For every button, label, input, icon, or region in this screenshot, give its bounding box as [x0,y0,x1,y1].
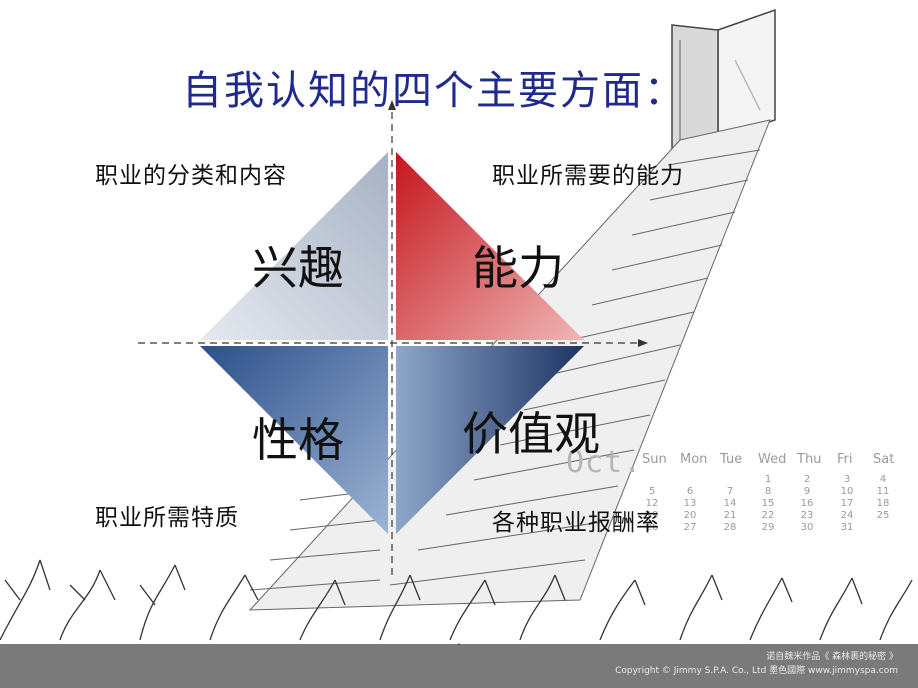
label-bottom-left: 职业所需特质 [95,505,239,531]
calendar-day: 27 [683,522,697,533]
label-top-left: 职业的分类和内容 [95,163,287,189]
calendar-day: 25 [876,510,890,521]
calendar-weekday: Wed [758,452,787,467]
dot-mark: . [457,634,461,648]
calendar-day: 12 [645,498,659,509]
quadrant-bottom-right [396,346,584,534]
footer-line-2: Copyright © Jimmy S.P.A. Co., Ltd 墨色國際 w… [615,666,898,676]
quadrant-top-left [200,152,388,340]
calendar-weekday: Thu [797,452,822,467]
calendar-day: 10 [840,486,854,497]
calendar-day: 23 [800,510,814,521]
calendar-day: 22 [761,510,775,521]
calendar-day: 28 [723,522,737,533]
calendar-day: 24 [840,510,854,521]
calendar-day: 31 [840,522,854,533]
quadrant-label-interest: 兴趣 [252,241,344,295]
quadrant-label-values: 价值观 [462,407,600,461]
calendar-day: 17 [840,498,854,509]
calendar-month: Oct. [566,445,643,480]
vertical-axis-arrow [388,100,396,110]
calendar-day: 29 [761,522,775,533]
calendar-day: 9 [803,486,811,497]
calendar-day: 21 [723,510,737,521]
calendar-day: 1 [764,474,772,485]
quadrant-label-personality: 性格 [252,413,344,467]
calendar-weekday: Fri [837,452,853,467]
footer-line-1: 诺自魏米作品《 森林裹的秘密 》 [766,652,898,662]
label-top-right: 职业所需要的能力 [492,163,684,189]
calendar-day: 4 [879,474,887,485]
calendar-day: 14 [723,498,737,509]
footer-bar [0,644,918,688]
horizontal-axis-arrow [638,339,648,347]
calendar-day: 2 [803,474,811,485]
calendar-day: 20 [683,510,697,521]
quadrant-top-right [396,152,584,340]
calendar-day: 3 [843,474,851,485]
calendar-day: 7 [726,486,734,497]
calendar-day: 30 [800,522,814,533]
calendar-day: 5 [648,486,656,497]
calendar-day: 26 [645,522,659,533]
calendar-day: 16 [800,498,814,509]
calendar-day: 15 [761,498,775,509]
door-illustration [671,8,776,151]
branches-illustration [0,559,913,641]
calendar-day: 8 [764,486,772,497]
calendar-day: 18 [876,498,890,509]
label-bottom-right: 各种职业报酬率 [492,510,660,536]
quadrant-bottom-left [200,346,388,534]
calendar-weekday: Sun [642,452,667,467]
calendar-day: 6 [686,486,694,497]
slide-title: 自我认知的四个主要方面： [182,68,686,114]
calendar-day: 19 [645,510,659,521]
calendar-weekday: Sat [873,452,895,467]
calendar-weekday: Tue [720,452,743,467]
calendar-weekday: Mon [680,452,708,467]
calendar-day: 13 [683,498,697,509]
quadrant-label-ability: 能力 [472,241,564,295]
calendar-day: 11 [876,486,890,497]
